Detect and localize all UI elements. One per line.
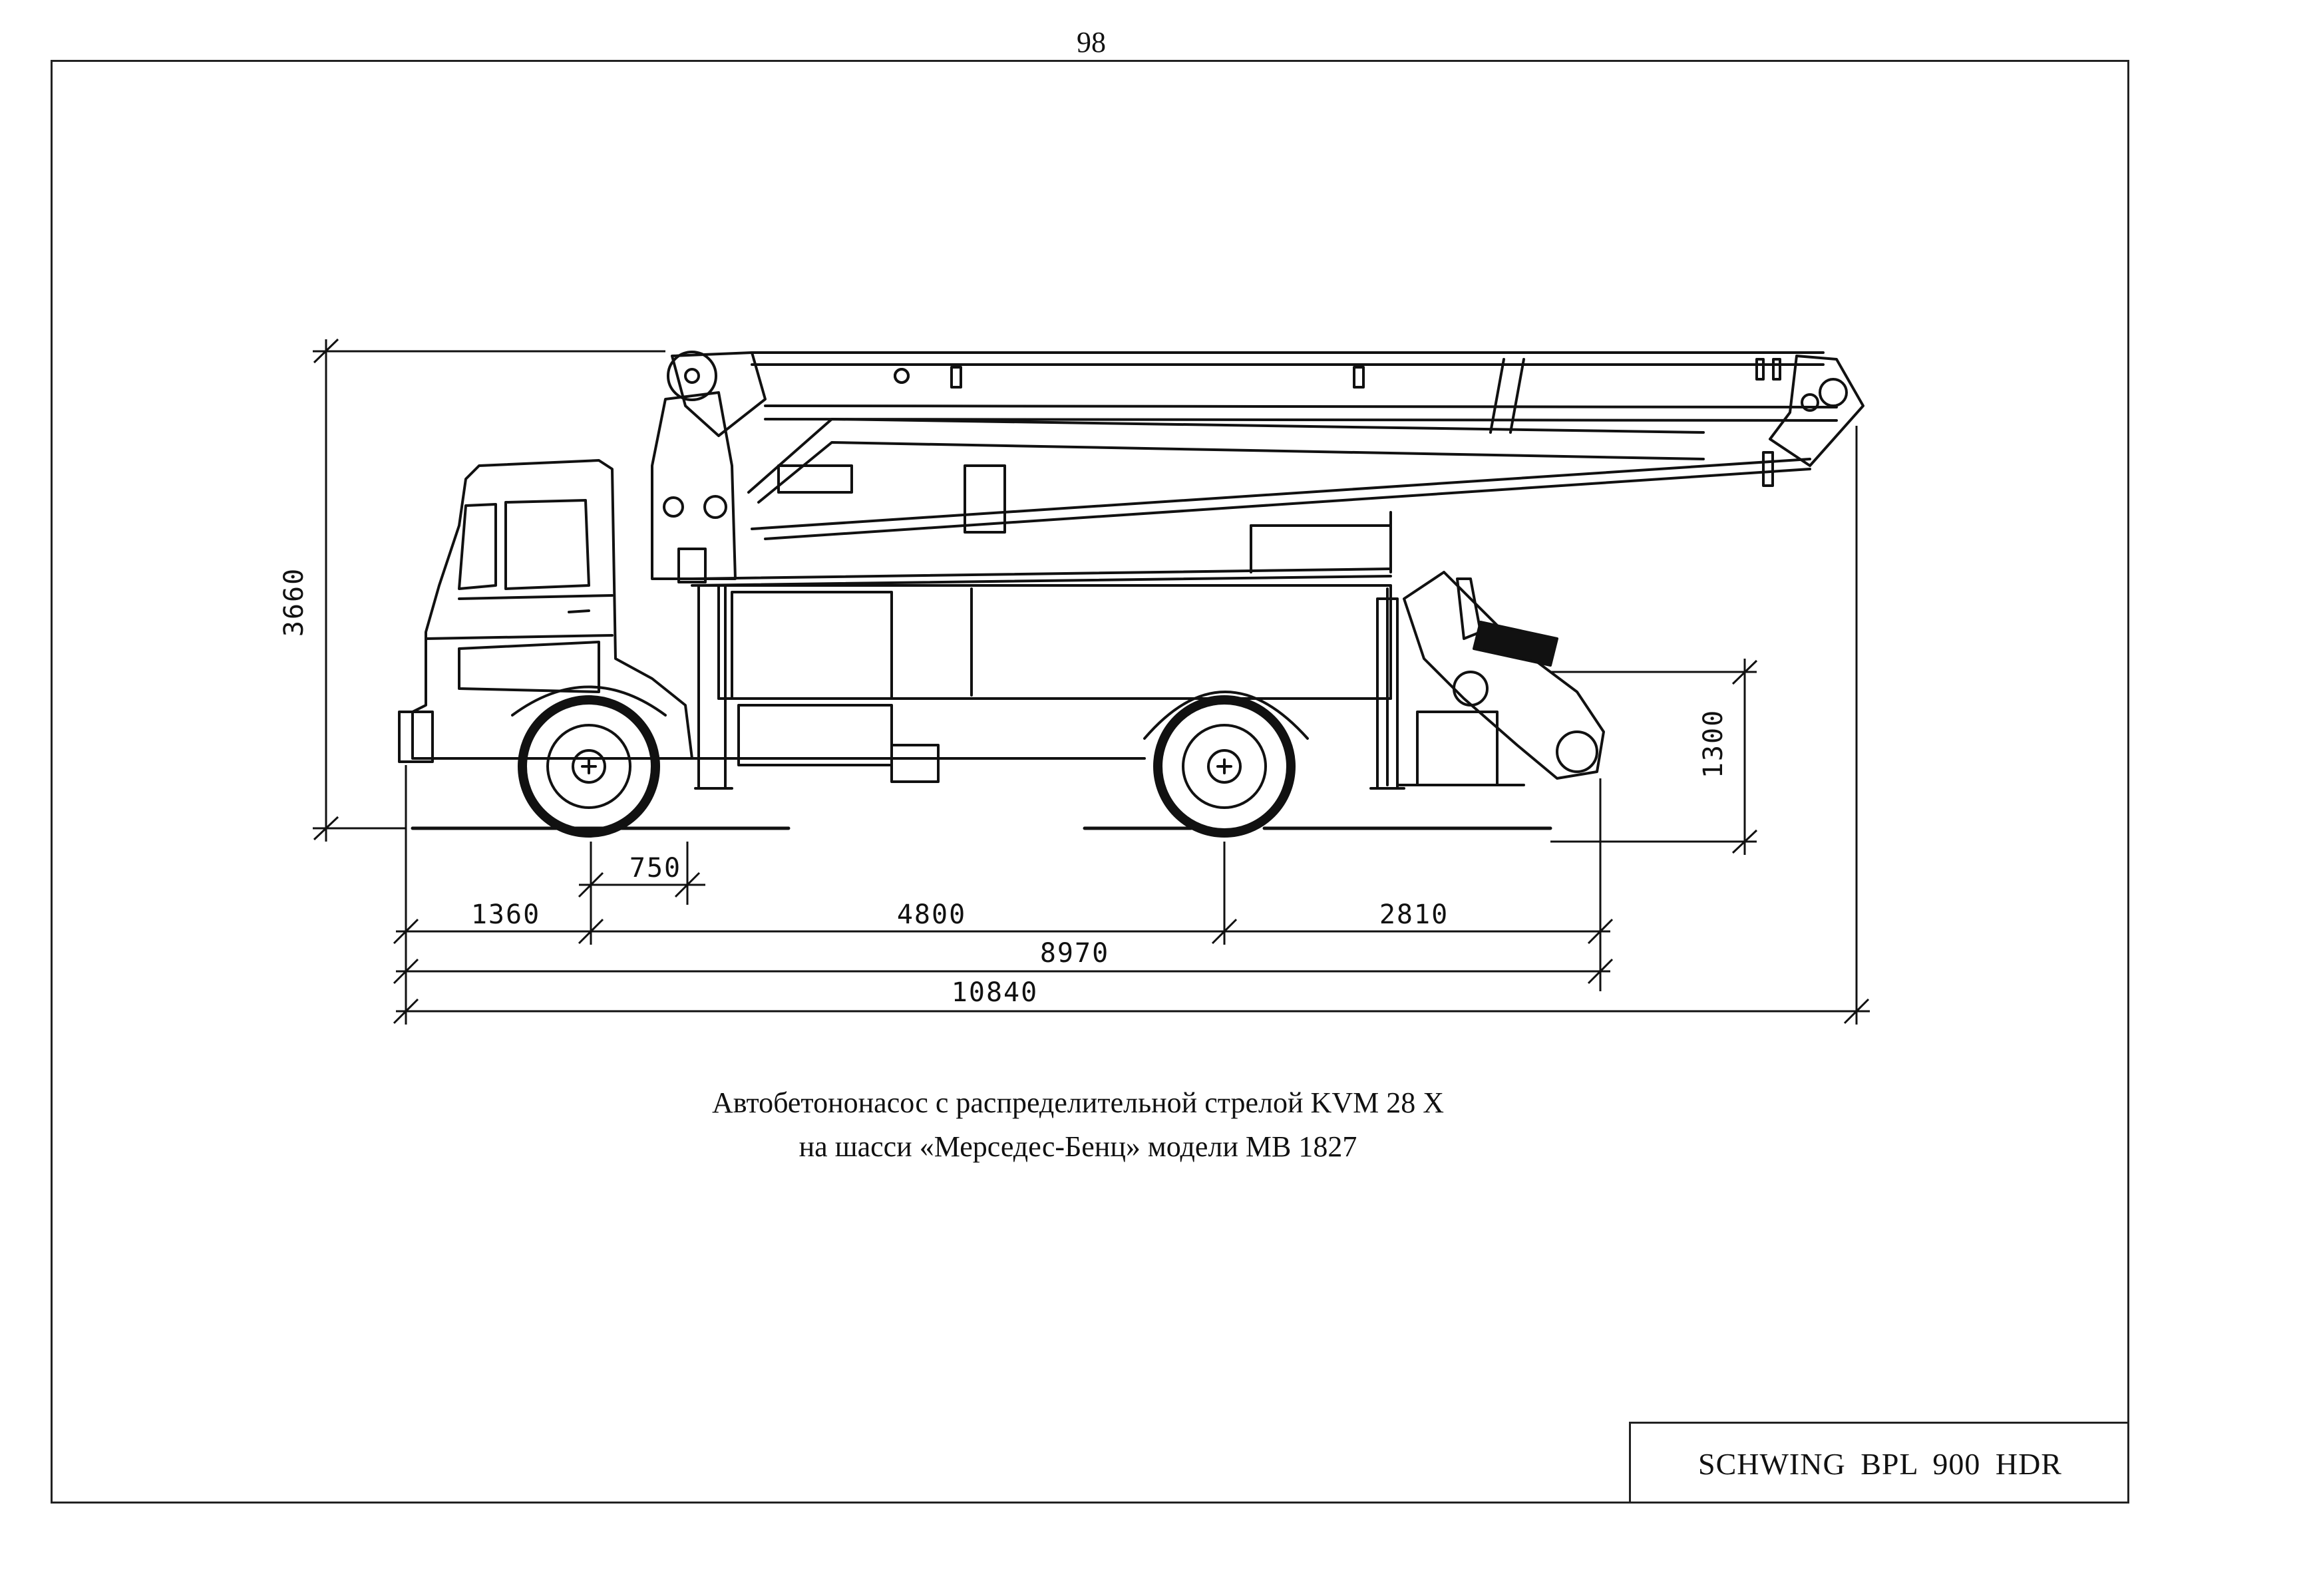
dimension-label-4800: 4800 — [897, 899, 966, 930]
page-number: 98 — [1077, 26, 1106, 59]
dimension-label-height-outrigger: 1300 — [1698, 709, 1729, 778]
dimension-label-10840: 10840 — [952, 977, 1038, 1008]
title-block: SCHWING BPL 900 HDR — [1629, 1422, 2129, 1504]
dimension-line-8970 — [393, 958, 1614, 985]
truck-cab — [398, 459, 693, 763]
boom-turret — [651, 391, 1405, 790]
caption-line-2: на шасси «Мерседес-Бенц» модели MB 1827 — [798, 1130, 1357, 1163]
dimension-line-10840 — [393, 998, 1870, 1025]
rear-wheel — [1143, 691, 1309, 838]
figure-caption: Автобетононасос с распределительной стре… — [506, 1081, 1650, 1169]
dimension-line-750 — [578, 872, 705, 898]
dimension-label-height-total: 3660 — [279, 567, 309, 637]
dimension-line-wheelbase — [393, 918, 1614, 945]
caption-line-1: Автобетононасос с распределительной стре… — [711, 1086, 1445, 1119]
dimension-extension-lines — [405, 426, 1858, 1025]
concrete-pump-unit — [1396, 571, 1605, 786]
dimension-line-height-total — [313, 338, 665, 842]
dimension-label-750: 750 — [629, 853, 681, 883]
dimension-label-2810: 2810 — [1379, 899, 1449, 930]
placing-boom — [667, 351, 1864, 540]
front-wheel — [511, 685, 667, 838]
dimension-line-height-outrigger — [1550, 659, 1758, 855]
truck-body — [691, 511, 1392, 786]
drawing-frame — [51, 60, 2129, 1504]
title-block-text: SCHWING BPL 900 HDR — [1698, 1446, 2062, 1481]
dimension-label-1360: 1360 — [471, 899, 540, 930]
dimension-label-8970: 8970 — [1040, 938, 1109, 969]
